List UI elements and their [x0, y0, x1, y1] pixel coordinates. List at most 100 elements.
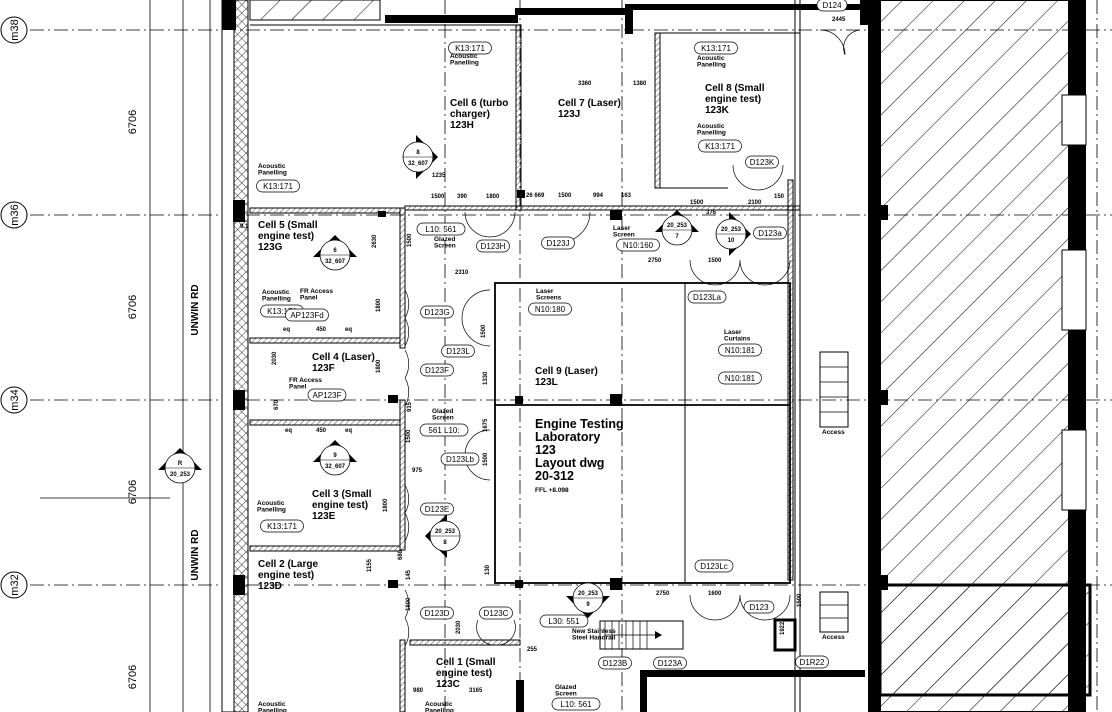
- room-label: Cell 8 (Small: [705, 83, 765, 94]
- dimension-label: 1500: [406, 429, 412, 443]
- tag-outline: [551, 697, 601, 711]
- dimension-label: 1500: [431, 194, 445, 200]
- tag-outline: [698, 139, 742, 153]
- annotation-note: Acoustic: [258, 701, 286, 708]
- marker-ref: 20_253: [578, 591, 599, 597]
- annotation-note: Access: [822, 429, 845, 436]
- dimension-label: 1500: [481, 324, 487, 338]
- dimension-label: 980: [413, 688, 424, 694]
- tag-outline: [653, 656, 687, 670]
- section-markers: 832_607632_607932_607R20_25320_253720_25…: [158, 135, 751, 618]
- dimension-label: 1800: [376, 359, 382, 373]
- room-label: Cell 6 (turbo: [450, 98, 508, 109]
- marker-ref: 20_253: [667, 223, 688, 229]
- annotation-note: Screen: [434, 243, 456, 250]
- element-tag: D123C: [484, 609, 509, 618]
- annotation-note: Panelling: [257, 507, 286, 514]
- annotation-note: Acoustic: [262, 289, 290, 296]
- element-tag: D123K: [750, 158, 775, 167]
- tag-outline: [745, 155, 779, 169]
- dimension-label: eq: [283, 327, 290, 333]
- dimension-label: 1235: [432, 173, 446, 179]
- tag-outline: [528, 302, 572, 316]
- element-tag: K13:171: [455, 44, 485, 53]
- dimension-label: 145: [406, 569, 412, 580]
- annotation-note: Acoustic: [258, 163, 286, 170]
- annotation-note: Laser: [724, 329, 742, 336]
- element-tag: K13:171: [701, 44, 731, 53]
- element-tag: K13:171: [263, 182, 293, 191]
- dimension-label: 130: [485, 564, 491, 575]
- marker-sheet: 10: [728, 238, 735, 244]
- bay-dimension: 6706: [127, 480, 139, 504]
- dimension-label: 1675: [483, 418, 489, 432]
- marker-sheet: 32_607: [408, 161, 429, 167]
- dimension-label: 2750: [648, 258, 662, 264]
- room-label: 123G: [258, 242, 283, 253]
- dimension-label: 2030: [456, 620, 462, 634]
- room-label: 123C: [436, 679, 460, 690]
- dimension-label: 2100: [748, 200, 762, 206]
- room-label: engine test): [258, 570, 314, 581]
- tag-outline: [539, 614, 589, 628]
- tag-outline: [420, 305, 454, 319]
- dimension-label: 1800: [486, 194, 500, 200]
- grid-label: m38: [9, 19, 21, 40]
- dimension-label: 1155: [367, 558, 373, 572]
- annotation-note: Glazed: [434, 236, 455, 243]
- dimension-label: 2445: [832, 17, 846, 23]
- element-tag: D123A: [658, 659, 683, 668]
- dimension-label: 390: [457, 194, 468, 200]
- dimension-label: 975: [412, 468, 423, 474]
- element-tag: D123: [749, 603, 769, 612]
- marker-ref: 9: [333, 453, 337, 459]
- grid-label: m34: [9, 389, 21, 410]
- annotation-note: Acoustic: [697, 55, 725, 62]
- annotation-note: Laser: [536, 288, 554, 295]
- cell-partitions: [249, 0, 865, 712]
- north-wall: [250, 0, 868, 34]
- marker-sheet: 32_607: [325, 259, 346, 265]
- annotation-note: Glazed: [432, 408, 453, 415]
- grid-bubble: [0, 16, 28, 44]
- element-tag: D123H: [481, 242, 506, 251]
- tag-outline: [479, 606, 513, 620]
- tag-outline: [743, 600, 775, 614]
- room-label: Cell 2 (Large: [258, 559, 318, 570]
- ffl-level: FFL +8.098: [535, 487, 569, 494]
- tag-outline: [476, 239, 510, 253]
- element-tag: D123F: [425, 366, 449, 375]
- element-tag: D123D: [425, 609, 450, 618]
- annotation-note: Panelling: [450, 60, 479, 67]
- annotation-note: FR Access: [300, 288, 333, 295]
- annotation-note: Panel: [289, 384, 307, 391]
- dimension-label: eq: [345, 428, 352, 434]
- external-wall-west: [182, 0, 381, 712]
- dimension-label: 450: [316, 428, 327, 434]
- element-tag: K13:171: [267, 307, 297, 316]
- grid-label: m36: [9, 204, 21, 225]
- room-label: engine test): [705, 94, 761, 105]
- element-tag: D1R22: [800, 658, 825, 667]
- main-room-line: Engine Testing: [535, 417, 624, 431]
- tag-outline: [753, 226, 787, 240]
- tag-outline: [616, 238, 660, 252]
- room-label: Cell 9 (Laser): [535, 366, 598, 377]
- dimension-label: 915: [407, 401, 413, 412]
- element-tag: L10: 561: [560, 700, 592, 709]
- dimension-label: 1500: [690, 200, 704, 206]
- element-tag: D123L: [446, 347, 470, 356]
- annotation-note: Acoustic: [697, 123, 725, 130]
- marker-ref: R: [178, 461, 183, 467]
- annotation-note: New Stainless: [572, 628, 616, 635]
- dimension-label: 1500: [483, 452, 489, 466]
- annotation-note: Acoustic: [257, 500, 285, 507]
- dimension-label: 1800: [383, 498, 389, 512]
- dimension-label: 1600: [708, 591, 722, 597]
- room-label: Cell 5 (Small: [258, 220, 318, 231]
- annotations: AcousticPanellingAcousticPanellingAcoust…: [257, 53, 845, 712]
- tag-outline: [816, 0, 848, 12]
